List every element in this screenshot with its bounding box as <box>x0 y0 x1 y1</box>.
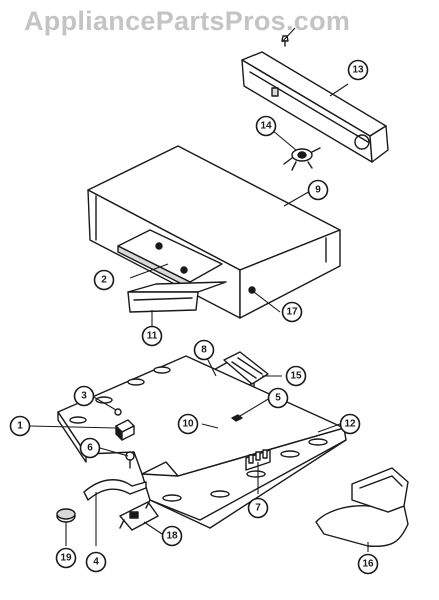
callout-18: 18 <box>161 525 183 547</box>
part-18-latch[interactable] <box>119 499 159 531</box>
svg-text:3: 3 <box>81 391 87 402</box>
part-13-rear-bracket[interactable] <box>241 51 389 163</box>
leader-lines <box>29 27 369 552</box>
svg-text:7: 7 <box>255 503 261 514</box>
svg-text:6: 6 <box>87 443 93 454</box>
callout-17: 17 <box>281 301 303 323</box>
callout-10: 10 <box>177 413 199 435</box>
part-15-vent-grille[interactable] <box>223 351 269 385</box>
svg-text:11: 11 <box>147 331 158 342</box>
part-9-top-cover[interactable] <box>87 145 341 319</box>
svg-text:1: 1 <box>17 421 23 432</box>
svg-text:15: 15 <box>290 371 302 382</box>
part-14-clip[interactable] <box>283 147 321 171</box>
part-4-lever[interactable] <box>83 479 147 501</box>
callout-8: 8 <box>193 339 215 361</box>
svg-text:19: 19 <box>60 553 72 564</box>
callout-13: 13 <box>347 59 369 81</box>
svg-text:4: 4 <box>93 557 99 568</box>
svg-text:14: 14 <box>260 121 272 132</box>
part-1-block[interactable] <box>115 419 135 441</box>
callout-15: 15 <box>285 365 307 387</box>
callout-6: 6 <box>79 437 101 459</box>
part-5-clip[interactable] <box>231 414 243 422</box>
part-2-pad[interactable] <box>117 229 223 289</box>
svg-text:8: 8 <box>201 345 207 356</box>
svg-text:10: 10 <box>182 419 194 430</box>
svg-text:17: 17 <box>286 307 298 318</box>
svg-text:16: 16 <box>362 559 374 570</box>
part-11-channel[interactable] <box>127 281 227 313</box>
callout-19: 19 <box>55 547 77 569</box>
svg-text:12: 12 <box>344 419 356 430</box>
svg-text:2: 2 <box>101 275 107 286</box>
watermark-text: AppliancePartsPros.com <box>24 6 351 36</box>
part-16-tray[interactable] <box>315 467 409 548</box>
callout-5: 5 <box>267 387 289 409</box>
part-7-terminal-block[interactable] <box>245 449 271 471</box>
part-3-screw[interactable] <box>114 408 122 416</box>
callout-16: 16 <box>357 553 379 575</box>
callout-4: 4 <box>85 551 107 573</box>
callout-11: 11 <box>141 325 163 347</box>
callout-9: 9 <box>307 179 329 201</box>
part-19-knob[interactable] <box>56 508 76 523</box>
callout-7: 7 <box>247 497 269 519</box>
svg-text:13: 13 <box>352 65 364 76</box>
part-6-screw[interactable] <box>125 451 135 469</box>
svg-text:18: 18 <box>166 531 178 542</box>
callout-2: 2 <box>93 269 115 291</box>
svg-text:5: 5 <box>275 393 281 404</box>
callout-14: 14 <box>255 115 277 137</box>
callout-3: 3 <box>73 385 95 407</box>
part-17-screw[interactable] <box>248 286 256 294</box>
svg-text:9: 9 <box>315 185 321 196</box>
callout-1: 1 <box>9 415 31 437</box>
callout-12: 12 <box>339 413 361 435</box>
